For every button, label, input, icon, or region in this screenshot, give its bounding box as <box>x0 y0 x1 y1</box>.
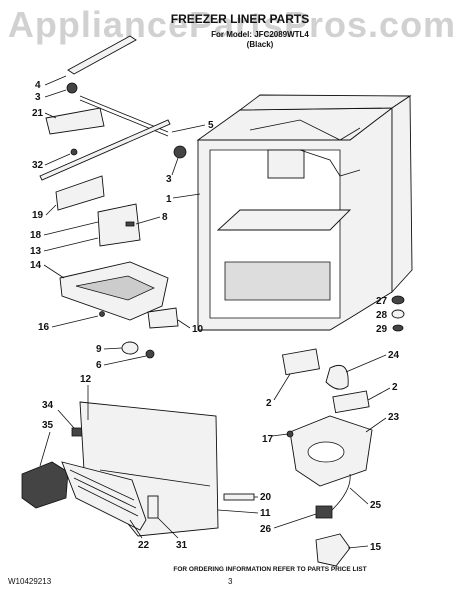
diagram-title: FREEZER LINER PARTS <box>170 12 310 26</box>
callout-labels: 4 3 21 5 32 3 1 19 8 18 13 14 16 <box>30 75 400 553</box>
callout-14: 14 <box>30 260 42 271</box>
callout-20: 20 <box>260 492 272 503</box>
diagram-subtitle: For Model: JFC2089WTL4 (Black) <box>150 30 370 50</box>
callout-8: 8 <box>162 212 168 223</box>
callout-34: 34 <box>42 400 54 411</box>
right-hardware <box>391 295 405 332</box>
color-line: (Black) <box>246 40 274 49</box>
fan-motor-assembly <box>281 348 373 487</box>
callout-22: 22 <box>138 540 150 551</box>
callout-21: 21 <box>32 108 44 119</box>
drawer-tray <box>59 261 179 329</box>
callout-17: 17 <box>262 434 274 445</box>
callout-2b: 2 <box>392 382 398 393</box>
doc-number: W10429213 <box>8 577 52 586</box>
page-number: 3 <box>228 577 233 586</box>
callout-35: 35 <box>42 420 54 431</box>
callout-18: 18 <box>30 230 42 241</box>
callout-3b: 3 <box>166 174 172 185</box>
freezer-liner <box>196 94 413 331</box>
callout-12: 12 <box>80 374 92 385</box>
callout-9: 9 <box>96 344 102 355</box>
bracket-assembly <box>97 203 141 247</box>
callout-26: 26 <box>260 524 272 535</box>
upper-rails <box>39 35 187 211</box>
callout-27: 27 <box>376 296 388 307</box>
callout-15: 15 <box>370 542 382 553</box>
watermark: AppliancePartsPros.com <box>7 4 457 45</box>
callout-31: 31 <box>176 540 188 551</box>
callout-32: 32 <box>32 160 44 171</box>
callout-29: 29 <box>376 324 388 335</box>
callout-28: 28 <box>376 310 388 321</box>
callout-11: 11 <box>260 508 271 519</box>
callout-2a: 2 <box>266 398 272 409</box>
callout-19: 19 <box>32 210 44 221</box>
callout-4: 4 <box>35 80 41 91</box>
callout-13: 13 <box>30 246 42 257</box>
callout-3: 3 <box>35 92 41 103</box>
ordering-note: FOR ORDERING INFORMATION REFER TO PARTS … <box>173 566 367 573</box>
vent-cover <box>21 461 147 531</box>
callout-16: 16 <box>38 322 50 333</box>
callout-1: 1 <box>166 194 172 205</box>
callout-6: 6 <box>96 360 102 371</box>
lower-parts <box>223 473 351 567</box>
callout-10: 10 <box>192 324 204 335</box>
callout-25: 25 <box>370 500 382 511</box>
rear-panel <box>79 401 219 537</box>
model-line: For Model: JFC2089WTL4 <box>211 30 309 39</box>
callout-24: 24 <box>388 350 400 361</box>
callout-23: 23 <box>388 412 400 423</box>
callout-5: 5 <box>208 120 214 131</box>
